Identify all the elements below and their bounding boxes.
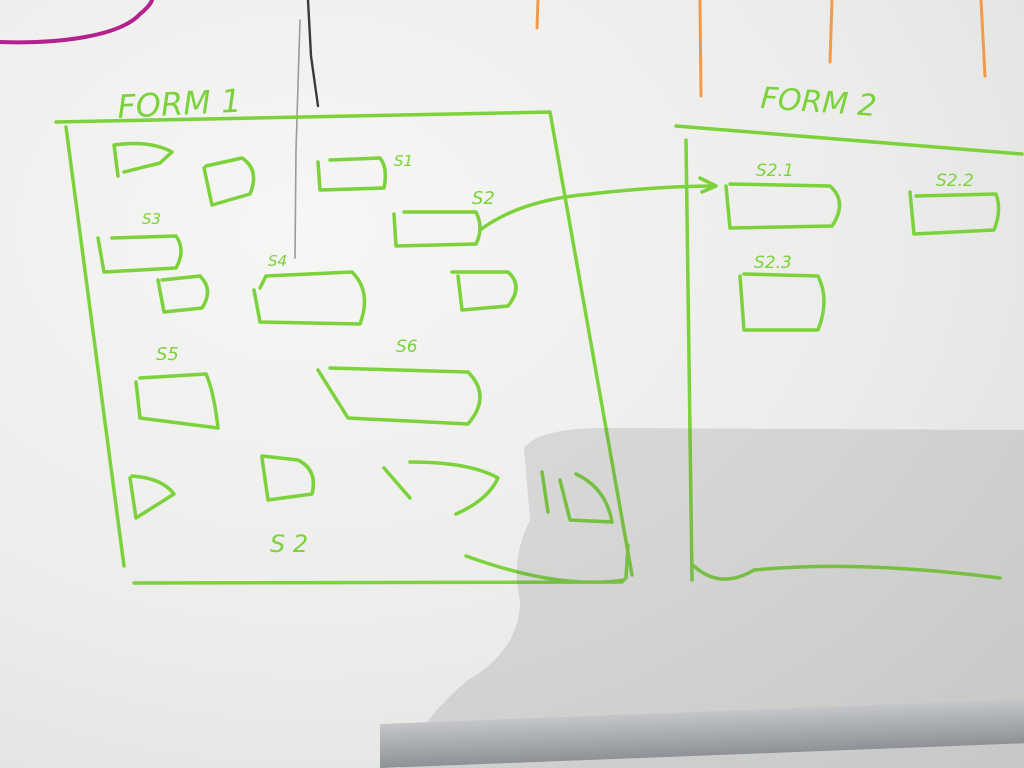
form1-label-s3: S3	[142, 210, 161, 228]
form1-box-s3	[96, 234, 183, 274]
form1-label-s2: S2	[472, 188, 495, 209]
form1-box-s1	[316, 156, 388, 192]
black-marker-line	[306, 0, 320, 108]
magenta-stroke	[0, 0, 154, 45]
form1-box-s5	[134, 372, 220, 430]
grey-faint-line	[294, 19, 301, 259]
form1-box-5	[128, 474, 176, 520]
form2-label-s2-3: S2.3	[754, 253, 792, 273]
form2-border	[674, 124, 1024, 582]
form2-box-s2-2	[908, 190, 1001, 236]
form1-box-s2	[392, 210, 482, 248]
form1-box-1	[112, 141, 174, 178]
orange-stroke-4	[979, 0, 987, 78]
form1-box-6	[260, 454, 316, 502]
form1-label-s5: S5	[156, 344, 179, 365]
form1-box-3	[156, 274, 210, 314]
form1-box-7	[382, 460, 500, 516]
form1-box-2	[202, 156, 256, 207]
form2-box-s2-3	[738, 272, 826, 332]
orange-stroke-3	[828, 0, 834, 64]
form2-frame	[674, 124, 1024, 582]
form1-box-s4	[252, 270, 367, 326]
form1-label-s1: S1	[394, 152, 413, 170]
connector-arrow	[478, 176, 718, 232]
form2-boxes	[724, 182, 1001, 332]
form1-box-s6	[316, 366, 482, 426]
form1-label-s2-bottom: S 2	[270, 530, 308, 558]
form2-title: FORM 2	[759, 81, 877, 124]
form2-label-s2-2: S2.2	[936, 171, 974, 191]
form2-label-s2-1: S2.1	[756, 161, 794, 181]
form1-frame	[54, 110, 634, 585]
form1-title: FORM 1	[116, 82, 242, 126]
form1-label-s4: S4	[268, 252, 287, 270]
form2-box-s2-1	[724, 182, 842, 230]
form1-boxes	[96, 141, 614, 524]
orange-stroke-2	[698, 0, 703, 98]
form1-border	[54, 110, 634, 585]
orange-stroke-1	[535, 0, 540, 30]
form1-box-4	[450, 270, 518, 312]
form1-box-8	[540, 470, 614, 524]
form1-label-s6: S6	[396, 337, 418, 357]
